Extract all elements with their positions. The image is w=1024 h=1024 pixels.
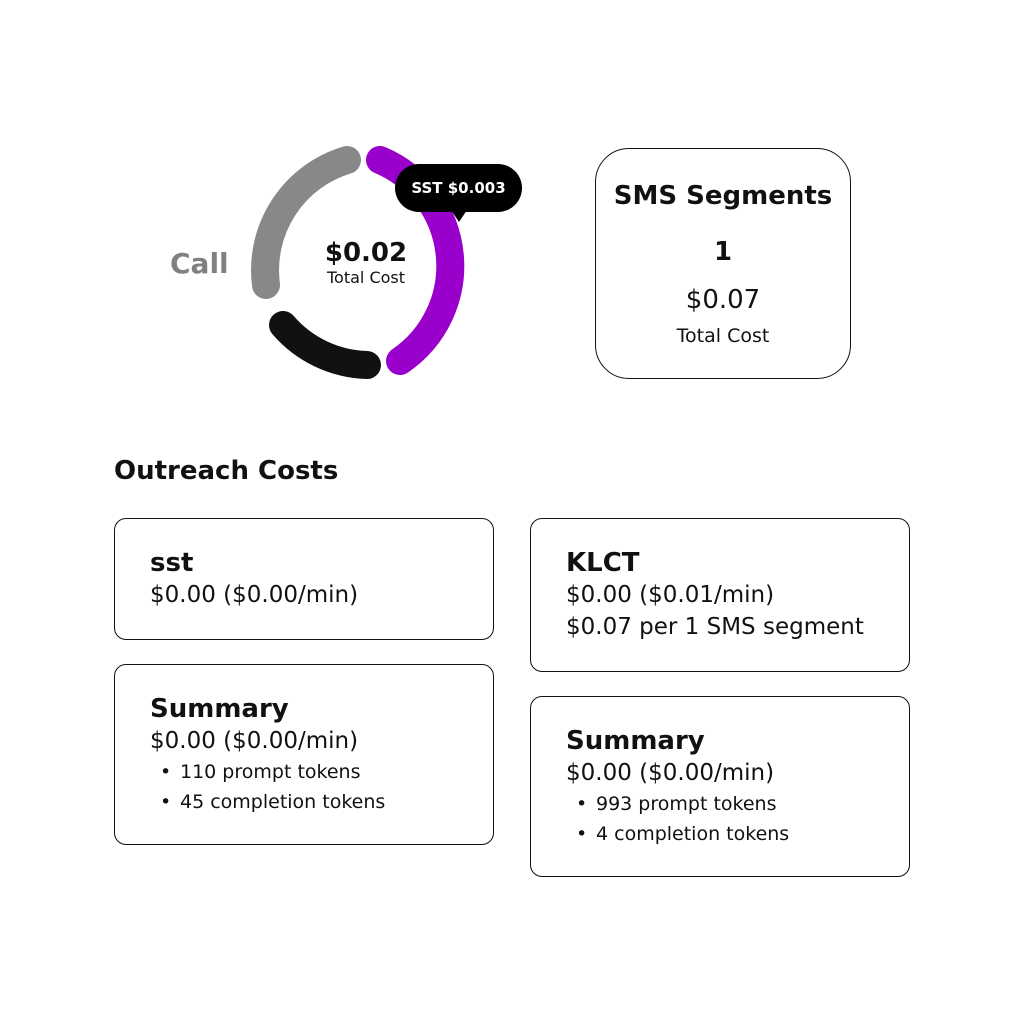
list-item: • 4 completion tokens bbox=[576, 819, 909, 849]
bullet-icon: • bbox=[576, 793, 588, 815]
token-count-text: 4 completion tokens bbox=[596, 823, 790, 845]
card-sms-line: $0.07 per 1 SMS segment bbox=[566, 614, 864, 640]
bullet-icon: • bbox=[576, 823, 588, 845]
card-cost-line: $0.00 ($0.00/min) bbox=[150, 582, 359, 608]
token-count-text: 110 prompt tokens bbox=[180, 761, 361, 783]
token-count-text: 45 completion tokens bbox=[180, 791, 386, 813]
card-title: Summary bbox=[150, 694, 289, 724]
token-count-text: 993 prompt tokens bbox=[596, 793, 777, 815]
bullet-icon: • bbox=[160, 791, 172, 813]
token-list: • 993 prompt tokens • 4 completion tokens bbox=[566, 789, 909, 849]
donut-svg bbox=[251, 146, 465, 379]
card-cost-line: $0.00 ($0.01/min) bbox=[566, 582, 775, 608]
cost-card-klct: KLCT $0.00 ($0.01/min) $0.07 per 1 SMS s… bbox=[530, 518, 910, 672]
cost-card-summary-left: Summary $0.00 ($0.00/min) • 110 prompt to… bbox=[114, 664, 494, 845]
card-title: sst bbox=[150, 548, 194, 578]
cost-donut-chart: Call $0.02 Total Cost SST $0.003 bbox=[0, 0, 600, 420]
sms-segments-card: SMS Segments 1 $0.07 Total Cost bbox=[595, 148, 851, 379]
total-cost-label: Total Cost bbox=[326, 268, 406, 287]
list-item: • 110 prompt tokens bbox=[160, 757, 493, 787]
list-item: • 993 prompt tokens bbox=[576, 789, 909, 819]
donut-center: $0.02 Total Cost bbox=[286, 238, 446, 288]
sms-total-amount: $0.07 bbox=[685, 285, 761, 315]
sms-segments-title: SMS Segments bbox=[613, 181, 833, 211]
card-title: Summary bbox=[566, 726, 705, 756]
card-cost-line: $0.00 ($0.00/min) bbox=[150, 728, 359, 754]
sms-segments-count: 1 bbox=[713, 237, 733, 267]
donut-segment-call[interactable] bbox=[251, 146, 361, 299]
call-label: Call bbox=[170, 247, 229, 280]
cost-card-summary-right: Summary $0.00 ($0.00/min) • 993 prompt to… bbox=[530, 696, 910, 877]
donut-segment-other[interactable] bbox=[269, 311, 381, 379]
card-cost-line: $0.00 ($0.00/min) bbox=[566, 760, 775, 786]
token-list: • 110 prompt tokens • 45 completion tokens bbox=[150, 757, 493, 817]
cost-card-sst: sst $0.00 ($0.00/min) bbox=[114, 518, 494, 640]
sst-tooltip: SST $0.003 bbox=[395, 164, 522, 212]
outreach-costs-title: Outreach Costs bbox=[114, 456, 339, 486]
sms-total-label: Total Cost bbox=[676, 325, 770, 347]
card-title: KLCT bbox=[566, 548, 640, 578]
list-item: • 45 completion tokens bbox=[160, 787, 493, 817]
tooltip-tail bbox=[451, 210, 467, 222]
total-cost-amount: $0.02 bbox=[324, 238, 408, 268]
bullet-icon: • bbox=[160, 761, 172, 783]
